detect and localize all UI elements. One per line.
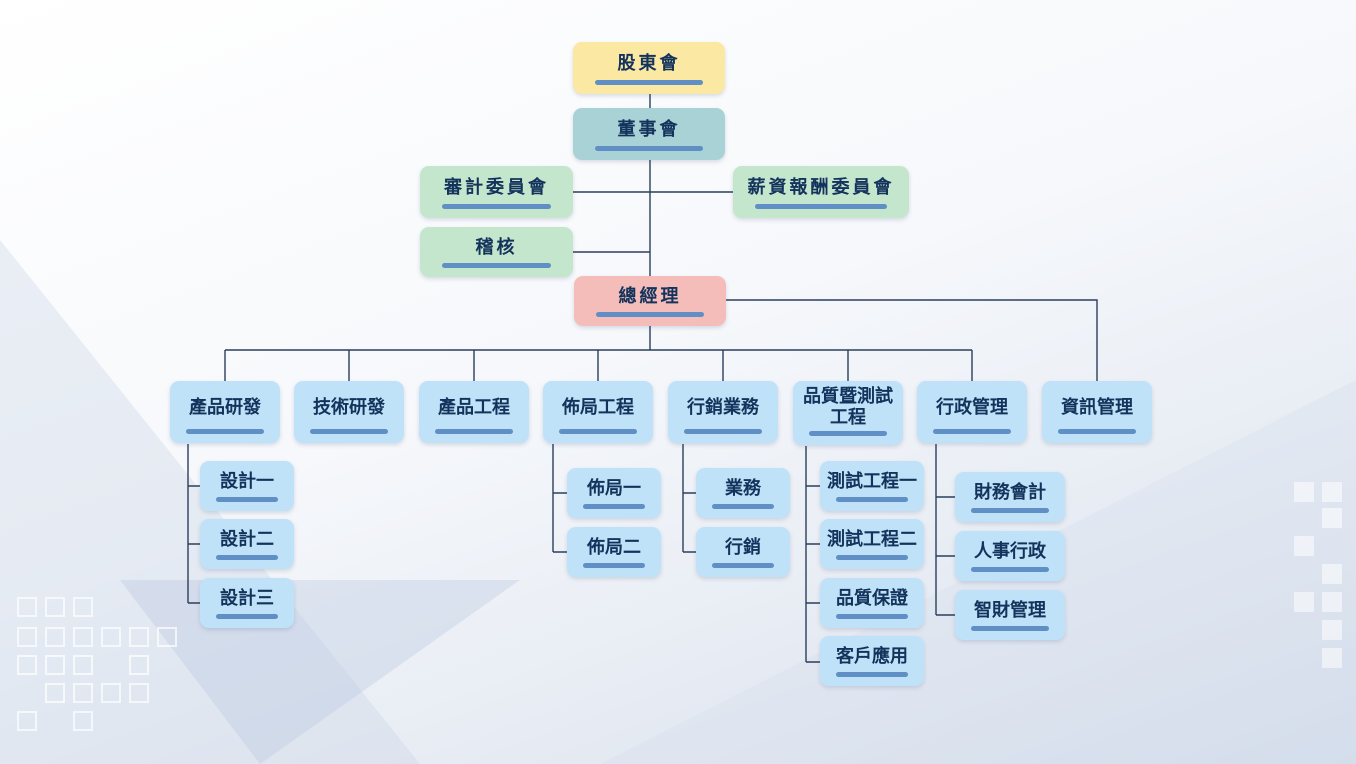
compensation-committee-node: 薪資報酬委員會 bbox=[733, 166, 909, 218]
node-underline bbox=[836, 672, 908, 677]
node-underline bbox=[933, 429, 1011, 434]
internal-audit-node: 稽核 bbox=[420, 227, 573, 277]
sub-quality-assurance: 品質保證 bbox=[820, 578, 924, 628]
dept-layout-engineering: 佈局工程 bbox=[543, 381, 653, 443]
sub-layout-1: 佈局一 bbox=[567, 468, 661, 518]
sub-marketing: 行銷 bbox=[696, 527, 790, 577]
node-label: 設計二 bbox=[220, 528, 274, 550]
general-manager-node: 總經理 bbox=[574, 276, 726, 326]
sub-sales: 業務 bbox=[696, 468, 790, 518]
node-underline bbox=[684, 429, 762, 434]
node-underline bbox=[559, 429, 637, 434]
node-label: 董事會 bbox=[617, 118, 681, 140]
node-underline bbox=[596, 312, 704, 317]
sub-design-3: 設計三 bbox=[200, 578, 294, 628]
node-label: 人事行政 bbox=[974, 540, 1046, 562]
node-label: 行政管理 bbox=[936, 396, 1008, 418]
node-label: 薪資報酬委員會 bbox=[747, 176, 895, 198]
dept-marketing-sales: 行銷業務 bbox=[668, 381, 778, 443]
node-label: 品質保證 bbox=[836, 587, 908, 609]
node-underline bbox=[971, 567, 1049, 572]
node-underline bbox=[712, 563, 774, 568]
node-label: 測試工程二 bbox=[827, 528, 917, 550]
node-underline bbox=[186, 429, 264, 434]
node-underline bbox=[836, 614, 908, 619]
node-underline bbox=[583, 563, 645, 568]
sub-customer-application: 客戶應用 bbox=[820, 636, 924, 686]
dept-product-engineering: 產品工程 bbox=[419, 381, 529, 443]
node-underline bbox=[809, 431, 887, 436]
connector-sales-children bbox=[682, 444, 696, 553]
dept-tech-rd: 技術研發 bbox=[294, 381, 404, 443]
shareholders-meeting-node: 股東會 bbox=[573, 42, 725, 94]
node-underline bbox=[836, 555, 908, 560]
node-underline bbox=[216, 555, 278, 560]
node-label: 佈局工程 bbox=[562, 396, 634, 418]
sub-ip-management: 智財管理 bbox=[955, 590, 1065, 640]
node-underline bbox=[971, 626, 1049, 631]
node-label: 行銷業務 bbox=[687, 396, 759, 418]
node-underline bbox=[595, 146, 703, 151]
connector-department-drops bbox=[224, 350, 973, 381]
node-label: 資訊管理 bbox=[1061, 396, 1133, 418]
sub-human-resources: 人事行政 bbox=[955, 531, 1065, 581]
node-underline bbox=[583, 504, 645, 509]
node-label: 稽核 bbox=[475, 236, 518, 258]
connector-layout-children bbox=[552, 444, 567, 553]
connector-it-management bbox=[725, 299, 1098, 381]
connector-qa-children bbox=[805, 446, 820, 663]
node-underline bbox=[1058, 429, 1136, 434]
node-underline bbox=[712, 504, 774, 509]
dept-administration: 行政管理 bbox=[917, 381, 1027, 443]
node-label: 佈局二 bbox=[587, 536, 641, 558]
node-label: 測試工程一 bbox=[827, 470, 917, 492]
node-label: 品質暨測試工程 bbox=[803, 386, 893, 428]
node-underline bbox=[310, 429, 388, 434]
sub-design-2: 設計二 bbox=[200, 519, 294, 569]
node-label: 財務會計 bbox=[974, 481, 1046, 503]
connector-rd-children bbox=[187, 444, 200, 604]
node-underline bbox=[216, 614, 278, 619]
node-label: 設計一 bbox=[220, 470, 274, 492]
dept-quality-testing: 品質暨測試工程 bbox=[793, 381, 903, 445]
node-label: 總經理 bbox=[618, 285, 682, 307]
node-underline bbox=[755, 204, 887, 209]
sub-design-1: 設計一 bbox=[200, 461, 294, 511]
node-underline bbox=[442, 263, 551, 268]
dept-product-rd: 產品研發 bbox=[170, 381, 280, 443]
sub-test-engineering-2: 測試工程二 bbox=[820, 519, 924, 569]
node-underline bbox=[442, 204, 551, 209]
node-underline bbox=[216, 497, 278, 502]
node-label: 佈局一 bbox=[587, 477, 641, 499]
node-underline bbox=[435, 429, 513, 434]
node-label: 智財管理 bbox=[974, 599, 1046, 621]
node-underline bbox=[971, 508, 1049, 513]
node-label: 產品工程 bbox=[438, 396, 510, 418]
connector-admin-children bbox=[935, 444, 955, 616]
node-label: 行銷 bbox=[725, 536, 761, 558]
audit-committee-node: 審計委員會 bbox=[420, 166, 573, 218]
node-label: 審計委員會 bbox=[444, 176, 549, 198]
board-of-directors-node: 董事會 bbox=[573, 108, 725, 160]
node-underline bbox=[836, 497, 908, 502]
dept-it-management: 資訊管理 bbox=[1042, 381, 1152, 443]
node-label: 客戶應用 bbox=[836, 645, 908, 667]
sub-layout-2: 佈局二 bbox=[567, 527, 661, 577]
node-underline bbox=[595, 80, 703, 85]
sub-finance-accounting: 財務會計 bbox=[955, 472, 1065, 522]
node-label: 股東會 bbox=[617, 52, 681, 74]
sub-test-engineering-1: 測試工程一 bbox=[820, 461, 924, 511]
node-label: 技術研發 bbox=[313, 396, 385, 418]
node-label: 設計三 bbox=[220, 587, 274, 609]
node-label: 業務 bbox=[725, 477, 761, 499]
node-label: 產品研發 bbox=[189, 396, 261, 418]
